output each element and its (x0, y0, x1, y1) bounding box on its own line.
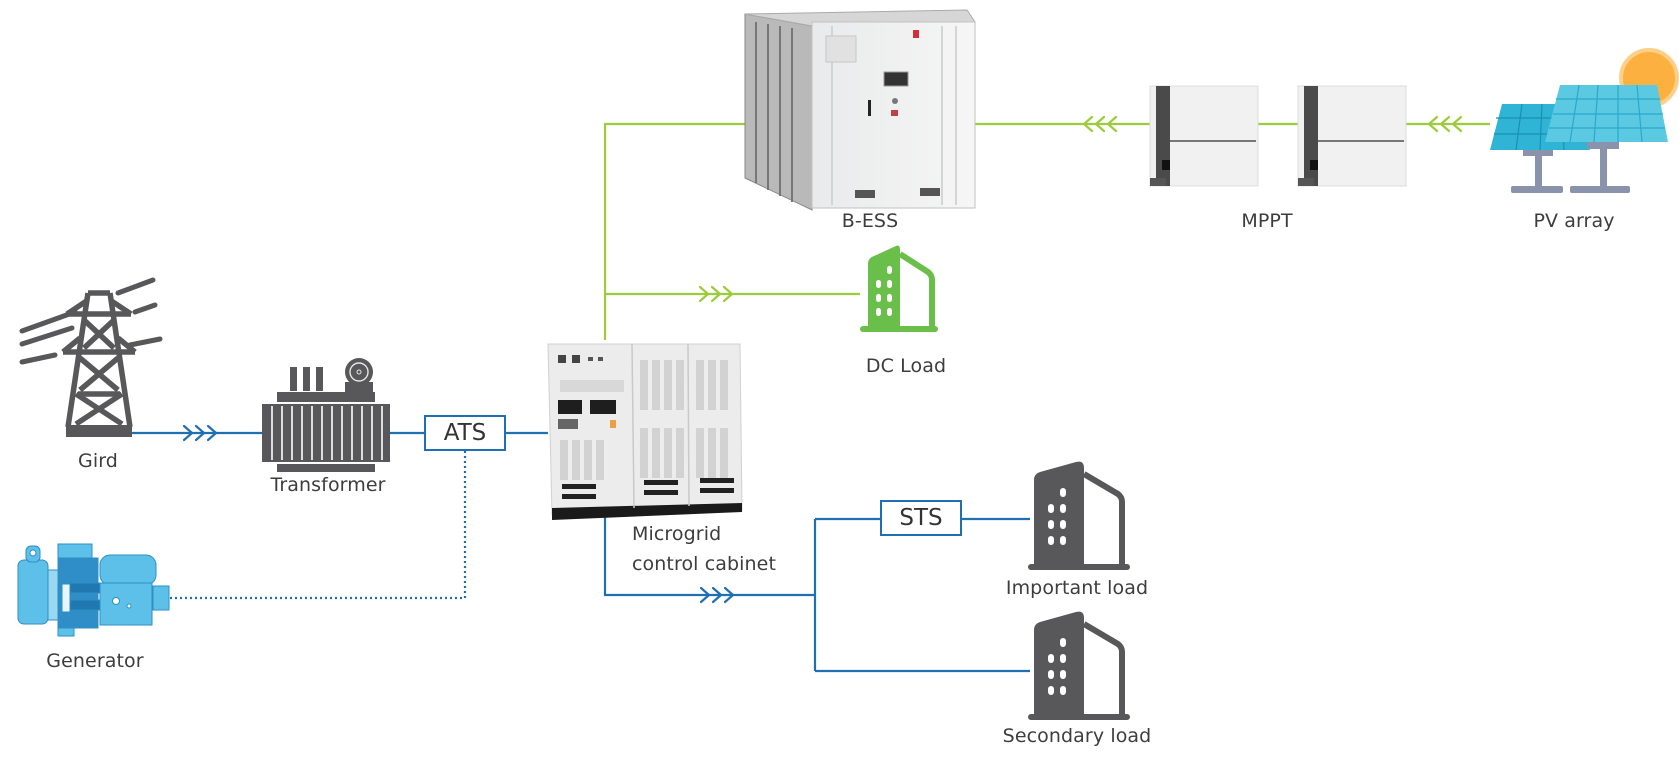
ats-box: ATS (424, 415, 506, 451)
arrow-forward-icon (699, 586, 735, 604)
sts-label: STS (899, 505, 943, 531)
arrow-backward-icon (1082, 115, 1118, 133)
arrow-forward-icon (182, 424, 218, 442)
pv-array-label: PV array (1533, 210, 1615, 232)
building-icon (1028, 461, 1130, 570)
transmission-tower-icon (19, 277, 163, 437)
mppt-label: MPPT (1241, 210, 1293, 232)
arrow-forward-icon (698, 285, 734, 303)
generator-label: Generator (46, 650, 144, 672)
transformer-label: Transformer (270, 474, 386, 496)
control-cabinet-icon (547, 343, 743, 520)
cabinet-label-line1: Microgrid (632, 523, 722, 545)
building-icon (1028, 611, 1130, 720)
line-cabinet-loads (603, 515, 815, 597)
sts-box: STS (880, 500, 962, 536)
ac-lines (130, 431, 1030, 673)
transformer-icon (262, 358, 390, 472)
dc-load-label: DC Load (865, 355, 947, 377)
arrow-backward-icon (1427, 115, 1463, 133)
grid-label: Gird (78, 450, 118, 472)
line-generator-ats-dotted (170, 451, 467, 600)
generator-icon (17, 543, 170, 637)
battery-container-icon (744, 9, 976, 211)
secondary-load-label: Secondary load (1002, 725, 1152, 747)
solar-panel-icon (1490, 48, 1679, 193)
mppt-unit-icon (1297, 85, 1407, 187)
important-load-label: Important load (1005, 577, 1149, 599)
building-icon (860, 245, 938, 332)
bess-label: B-ESS (841, 210, 899, 232)
ats-label: ATS (443, 420, 487, 446)
line-cabinet-bess (603, 122, 745, 340)
mppt-unit-icon (1149, 85, 1259, 187)
cabinet-label-line2: control cabinet (632, 553, 777, 575)
